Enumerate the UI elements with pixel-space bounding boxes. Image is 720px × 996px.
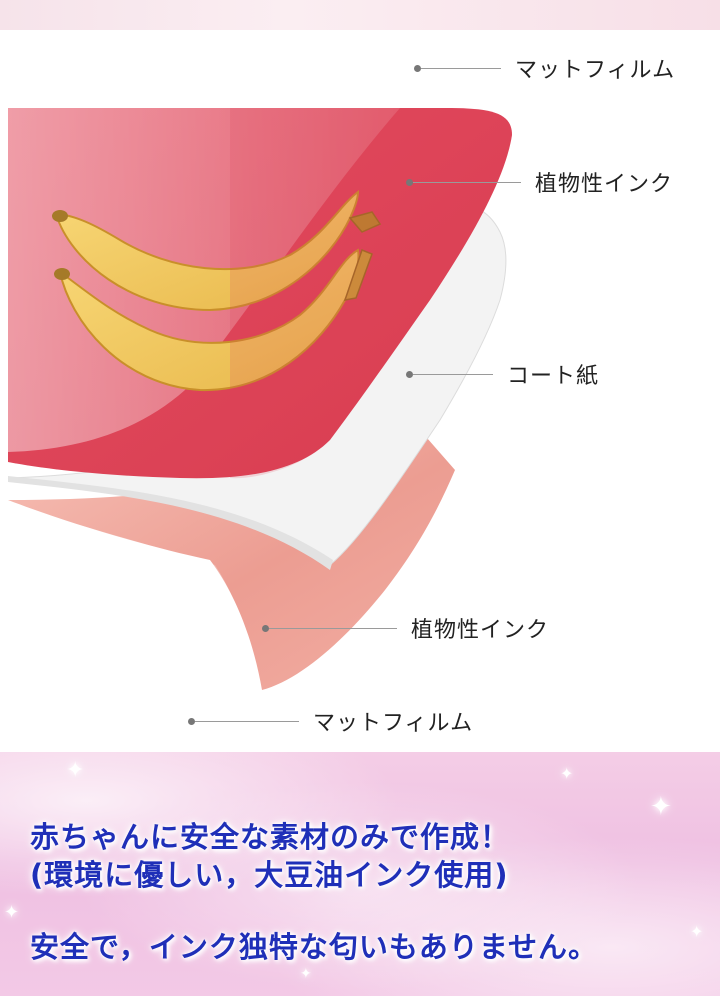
caption-line-3: 安全で，インク独特な匂いもありません。: [30, 930, 598, 964]
callout-label-top-ink: 植物性インク: [535, 172, 674, 197]
top-decorative-strip: [0, 0, 720, 30]
callout-label-paper: コート紙: [507, 364, 600, 389]
sparkle-icon: ✦: [300, 966, 312, 982]
paper-edge: [8, 476, 333, 570]
callout-dot: [406, 370, 413, 378]
caption-band: ✦ ✦ ✦ ✦ ✦ ✦ 赤ちゃんに安全な素材のみで作成！ (環境に優しい，大豆油…: [0, 752, 720, 996]
caption-line-2: (環境に優しい，大豆油インク使用): [30, 858, 509, 892]
banana-icon: [52, 190, 382, 392]
callout-top-film: マットフィルム: [414, 52, 675, 84]
sparkle-icon: ✦: [690, 922, 704, 941]
caption-line-1: 赤ちゃんに安全な素材のみで作成！: [30, 820, 511, 854]
bottom-film-sheen: [8, 505, 258, 680]
callout-label-top-film: マットフィルム: [515, 58, 676, 83]
callout-paper: コート紙: [406, 358, 599, 390]
sparkle-icon: ✦: [560, 764, 574, 783]
sparkle-icon: ✦: [4, 902, 20, 923]
callout-line: [195, 720, 299, 722]
sparkle-icon: ✦: [66, 758, 85, 783]
sparkle-icon: ✦: [650, 792, 672, 822]
callout-line: [421, 67, 501, 69]
callout-bottom-ink: 植物性インク: [262, 612, 549, 644]
callout-label-bottom-film: マットフィルム: [313, 711, 474, 736]
callout-line: [413, 181, 521, 183]
callout-dot: [414, 64, 421, 72]
callout-dot: [188, 717, 195, 725]
callout-label-bottom-ink: 植物性インク: [411, 618, 550, 643]
callout-dot: [262, 624, 269, 632]
callout-line: [413, 373, 493, 375]
callout-top-ink: 植物性インク: [406, 166, 673, 198]
callout-dot: [406, 178, 413, 186]
callout-line: [269, 627, 397, 629]
layer-illustration: [7, 108, 512, 690]
callout-bottom-film: マットフィルム: [188, 705, 473, 737]
